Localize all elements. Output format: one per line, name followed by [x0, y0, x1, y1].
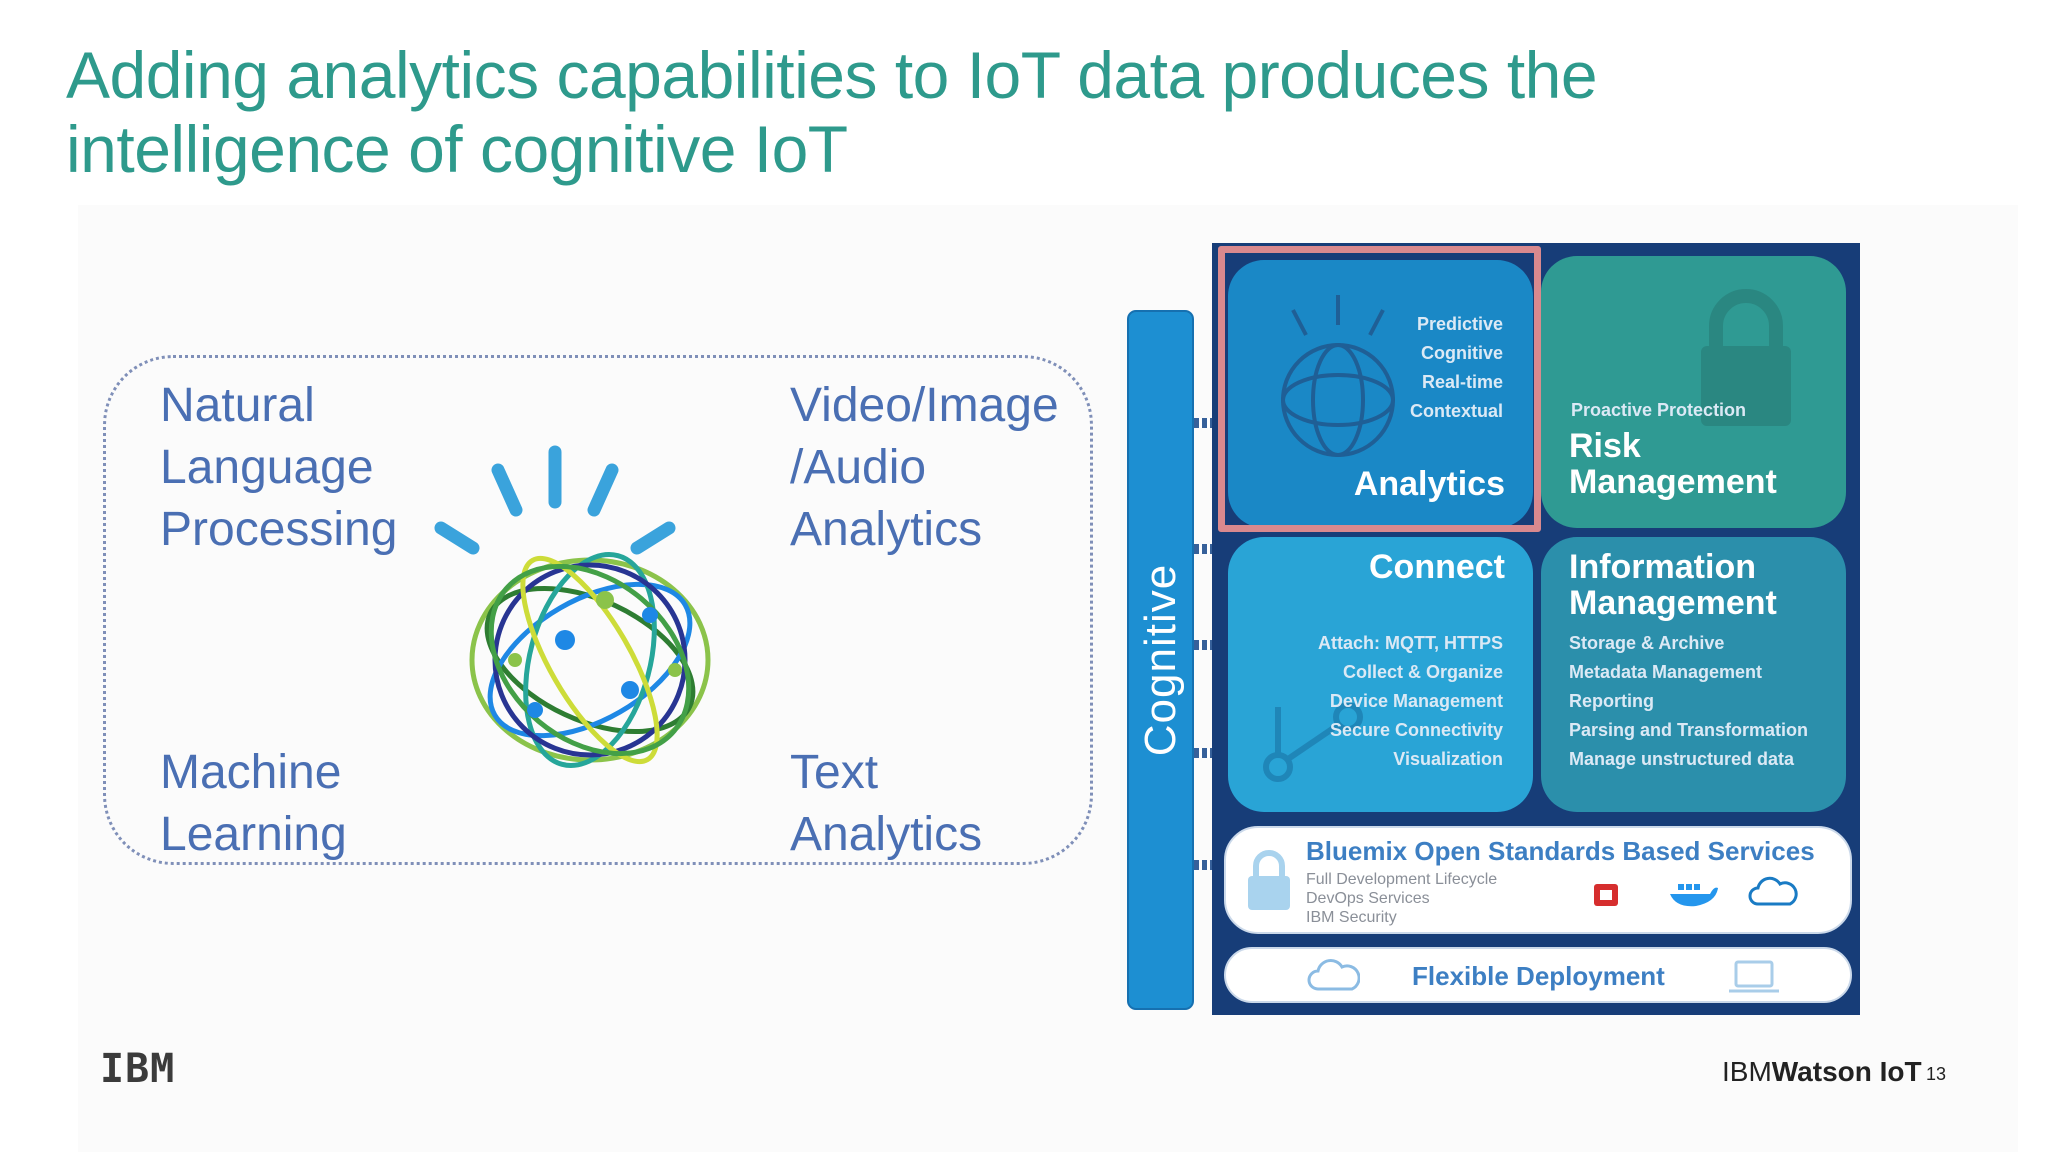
- analytics-heading: Analytics: [1353, 465, 1505, 503]
- capability-machine-learning: Machine Learning: [160, 746, 347, 861]
- brain-icon: [1281, 295, 1395, 457]
- slide-title: Adding analytics capabilities to IoT dat…: [66, 38, 1598, 186]
- flexible-deployment-label: Flexible Deployment: [1412, 961, 1665, 991]
- information-features: Storage & Archive Metadata Management Re…: [1569, 633, 1809, 769]
- information-heading: Information Management: [1569, 548, 1777, 622]
- lock-icon: [1248, 850, 1290, 910]
- page-number: 13: [1926, 1064, 1947, 1084]
- watson-globe-icon: [434, 445, 711, 768]
- connector: [1194, 860, 1214, 870]
- brand-ibm: IBM: [1722, 1056, 1772, 1087]
- tile-information-management: Information Management Storage & Archive…: [1541, 537, 1846, 812]
- bluemix-services-panel: Bluemix Open Standards Based Services Fu…: [1224, 826, 1852, 934]
- capability-nlp: Natural Language Processing: [160, 379, 398, 556]
- ibm-logo: IBM: [100, 1046, 176, 1092]
- flexible-deployment-panel: Flexible Deployment: [1224, 947, 1852, 1003]
- laptop-icon: [1729, 960, 1779, 993]
- docker-logo-icon: [1670, 884, 1718, 907]
- risk-heading: Risk Management: [1569, 427, 1777, 501]
- brand-product: Watson IoT: [1771, 1056, 1922, 1087]
- connector: [1194, 418, 1214, 428]
- capability-text-analytics: Text Analytics: [790, 746, 983, 861]
- cognitive-bar: Cognitive: [1127, 310, 1194, 1010]
- analytics-highlight-frame: [1218, 246, 1541, 532]
- analytics-features: Predictive Cognitive Real-time Contextua…: [1409, 314, 1503, 421]
- connector: [1194, 640, 1214, 650]
- risk-feature: Proactive Protection: [1571, 400, 1747, 420]
- bluemix-items: Full Development Lifecycle DevOps Servic…: [1306, 871, 1498, 926]
- connector: [1194, 748, 1214, 758]
- network-icon: [1263, 702, 1363, 782]
- tile-analytics: Predictive Cognitive Real-time Contextua…: [1228, 260, 1533, 528]
- connector: [1194, 544, 1214, 554]
- lock-icon: [1701, 289, 1791, 426]
- openstack-logo-icon: [1594, 884, 1618, 906]
- tile-risk-management: Proactive Protection Risk Management: [1541, 256, 1846, 528]
- capability-video-image-audio: Video/Image /Audio Analytics: [790, 379, 1059, 556]
- cloud-icon: [1307, 959, 1360, 991]
- ibm-watson-iot-brand: IBMWatson IoT: [1722, 1056, 1922, 1088]
- cognitive-label: Cognitive: [1135, 563, 1185, 757]
- cloud-foundry-logo-icon: [1748, 876, 1798, 906]
- connect-features: Attach: MQTT, HTTPS Collect & Organize D…: [1318, 633, 1503, 769]
- bluemix-title: Bluemix Open Standards Based Services: [1306, 836, 1815, 866]
- capabilities-dotted-frame: [103, 355, 1093, 865]
- connect-heading: Connect: [1369, 548, 1505, 586]
- tile-connect: Connect Attach: MQTT, HTTPS Collect & Or…: [1228, 537, 1533, 812]
